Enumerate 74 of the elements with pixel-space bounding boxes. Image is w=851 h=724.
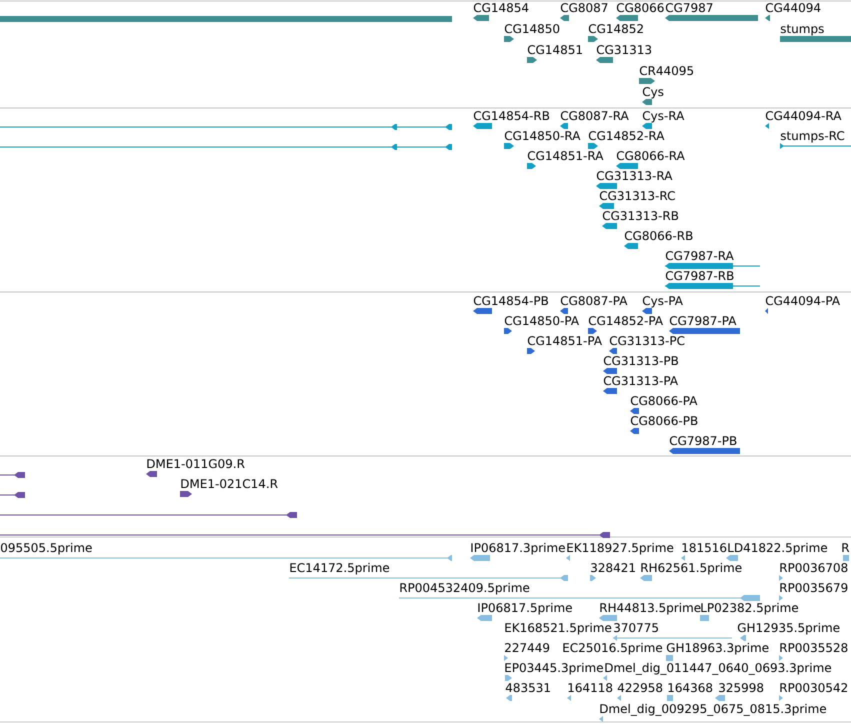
feature-label: CG14854-RB bbox=[474, 111, 550, 120]
transcript-drawing: 370775 bbox=[612, 623, 732, 641]
feature-label: stumps bbox=[780, 24, 824, 36]
feature-label: 164368 bbox=[668, 683, 712, 692]
feature-label: CG8087-PA bbox=[560, 296, 628, 306]
transcript-drawing: CG7987-RB bbox=[664, 271, 760, 289]
feature-label: CG31313-PC bbox=[610, 336, 684, 346]
feature-label: 181516 bbox=[682, 543, 726, 552]
feature-label: CG7987-PA bbox=[670, 316, 736, 326]
feature-label: 422958 bbox=[618, 683, 662, 692]
feature-label: Cys-PA bbox=[642, 296, 683, 308]
feature-label: EP03445.3prime bbox=[505, 662, 603, 674]
feature-label: CG14850-RA bbox=[504, 131, 580, 140]
feature-label: 164118 bbox=[568, 683, 612, 692]
feature-label: CG31313-PA bbox=[604, 376, 678, 386]
feature-label: 328421 bbox=[591, 563, 635, 572]
feature-label: CG31313-RB bbox=[602, 211, 678, 220]
feature-label: DME1-011G09.R bbox=[147, 459, 245, 468]
feature-label: CG14854-PB bbox=[474, 296, 548, 306]
feature-label: EK168521.5prime bbox=[505, 622, 612, 634]
feature-label: CG14852 bbox=[588, 24, 643, 34]
feature-label: CG8066-PB bbox=[630, 416, 698, 426]
feature-label: IP06817.3prime bbox=[471, 542, 565, 554]
feature-label: Cys bbox=[642, 87, 664, 98]
feature-label: CG8066-RB bbox=[624, 231, 692, 240]
feature-label: GH12935.5prime bbox=[738, 622, 840, 634]
feature-label: CG14851-PA bbox=[528, 336, 602, 346]
feature-label: RP0036708 bbox=[780, 563, 848, 572]
transcript-drawing: RP004532409.5prime bbox=[398, 582, 760, 601]
feature-label: R bbox=[842, 543, 850, 552]
feature-label: CG14850 bbox=[504, 24, 560, 34]
feature-label: CG7987 bbox=[666, 3, 712, 12]
feature-label: RP0030542 bbox=[780, 683, 847, 692]
feature-label: CG8066-PA bbox=[630, 396, 698, 406]
feature-label: CG31313 bbox=[596, 45, 652, 54]
feature-label: LD41822.5prime bbox=[728, 542, 828, 554]
transcript-drawing: CG7987-RA bbox=[664, 251, 760, 269]
feature-label: CG31313-PB bbox=[604, 356, 678, 366]
feature-label: CG44094 bbox=[766, 3, 820, 12]
feature-label: EC25016.5prime bbox=[563, 642, 662, 654]
feature-label: CG44094-PA bbox=[766, 296, 840, 306]
feature-label: CG14851-RA bbox=[528, 151, 604, 160]
feature-label: CG14852-RA bbox=[588, 131, 664, 140]
feature-label: 325998 bbox=[719, 683, 764, 692]
feature-label: Cys-RA bbox=[642, 111, 684, 122]
feature-label: CG31313-RC bbox=[600, 191, 675, 200]
feature-label: CG14852-PA bbox=[588, 316, 663, 326]
feature-label: CG8087-RA bbox=[560, 111, 629, 120]
feature-label: CG14851 bbox=[528, 45, 582, 54]
feature-label: Dmel_dig_011447_0640_0693.3prime bbox=[605, 662, 832, 675]
feature-label: 227449 bbox=[505, 643, 550, 652]
feature-label: CG8066 bbox=[616, 3, 664, 12]
transcript-drawing: 095505.5prime bbox=[0, 542, 452, 561]
feature-label: Dmel_dig_009295_0675_0815.3prime bbox=[600, 704, 826, 716]
transcript-drawing: EC14172.5prime bbox=[288, 562, 568, 581]
feature-label: IP06817.5prime bbox=[478, 602, 572, 614]
feature-label: CG7987-PB bbox=[670, 436, 736, 446]
feature-label: CR44095 bbox=[640, 66, 694, 76]
feature-label: GH18963.3prime bbox=[666, 642, 768, 654]
feature-label: DME1-021C14.R bbox=[181, 479, 278, 488]
feature-label: CG8087 bbox=[560, 3, 608, 12]
transcript-drawing: stumps-RC bbox=[780, 131, 851, 149]
feature-label: EK118927.5prime bbox=[567, 542, 674, 554]
feature-label: 483531 bbox=[506, 683, 550, 692]
feature-label: RH62561.5prime bbox=[641, 562, 742, 574]
feature-label: CG14850-PA bbox=[504, 316, 579, 326]
feature-label: CG8066-RA bbox=[616, 151, 685, 160]
feature-label: CG31313-RA bbox=[596, 171, 672, 180]
feature-label: RP0035679 bbox=[780, 583, 848, 592]
feature-label: CG44094-RA bbox=[766, 111, 842, 120]
feature-label: RP0035528 bbox=[780, 643, 848, 652]
feature-label: LP02382.5prime bbox=[701, 602, 798, 614]
feature-label: CG14854 bbox=[474, 3, 528, 12]
feature-label: RH44813.5prime bbox=[600, 602, 700, 614]
